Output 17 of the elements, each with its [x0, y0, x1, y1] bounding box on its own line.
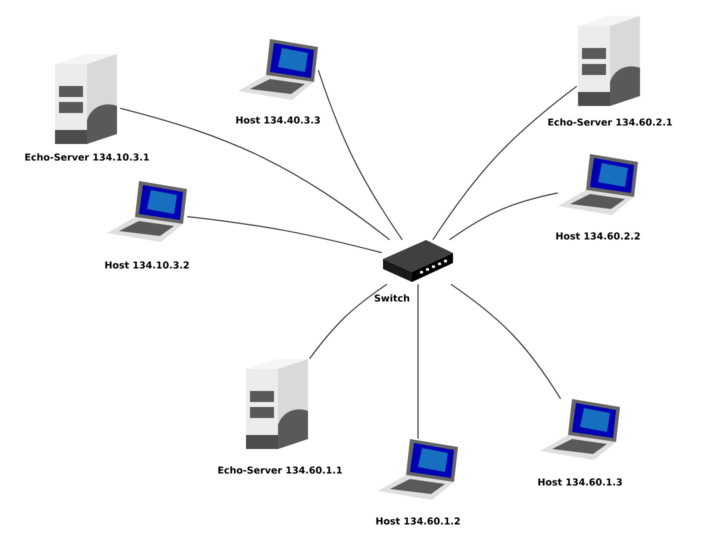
- device-label: Switch: [374, 294, 410, 302]
- device-label: Host 134.60.1.3: [538, 478, 622, 486]
- network-link: [449, 192, 558, 240]
- network-link: [432, 86, 578, 240]
- network-link: [450, 284, 562, 400]
- device-label: Echo-Server 134.60.1.1: [218, 466, 342, 474]
- network-link: [417, 284, 419, 439]
- network-link: [120, 108, 390, 240]
- device-label: Host 134.10.3.2: [105, 261, 189, 269]
- device-label: Echo-Server 134.60.2.1: [548, 118, 672, 126]
- device-label: Host 134.60.2.2: [556, 232, 640, 240]
- device-label: Echo-Server 134.10.3.1: [25, 153, 149, 161]
- network-link: [309, 284, 388, 360]
- network-link: [318, 70, 403, 240]
- device-label: Host 134.40.3.3: [236, 116, 320, 124]
- network-link: [187, 216, 382, 254]
- device-label: Host 134.60.1.2: [376, 517, 460, 525]
